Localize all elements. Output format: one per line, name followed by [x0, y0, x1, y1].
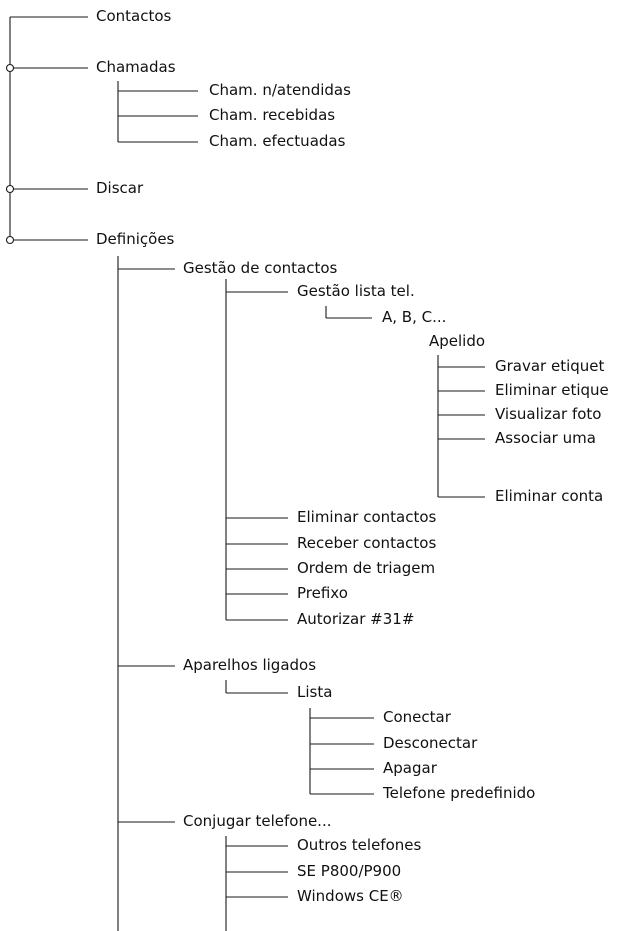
- menu-item-definicoes[interactable]: Definições: [96, 230, 175, 248]
- menu-item-prefixo[interactable]: Prefixo: [297, 584, 348, 602]
- menu-item-gestao-lista-tel[interactable]: Gestão lista tel.: [297, 282, 415, 300]
- menu-item-apagar[interactable]: Apagar: [383, 759, 437, 777]
- menu-item-associar-uma[interactable]: Associar uma: [495, 429, 596, 447]
- menu-item-windows-ce[interactable]: Windows CE®: [297, 887, 404, 905]
- menu-item-abc[interactable]: A, B, C...: [382, 308, 447, 326]
- menu-item-visualizar-foto[interactable]: Visualizar foto: [495, 405, 602, 423]
- menu-item-apelido[interactable]: Apelido: [429, 332, 486, 350]
- menu-item-gestao-contactos[interactable]: Gestão de contactos: [183, 259, 338, 277]
- menu-item-conectar[interactable]: Conectar: [383, 708, 451, 726]
- menu-item-eliminar-contactos[interactable]: Eliminar contactos: [297, 508, 437, 526]
- menu-item-cham-n-atendidas[interactable]: Cham. n/atendidas: [209, 81, 351, 99]
- menu-item-contactos[interactable]: Contactos: [96, 7, 172, 25]
- menu-item-ordem-triagem[interactable]: Ordem de triagem: [297, 559, 436, 577]
- menu-item-aparelhos-ligados[interactable]: Aparelhos ligados: [183, 656, 317, 674]
- menu-item-eliminar-etiqueta[interactable]: Eliminar etique: [495, 381, 609, 399]
- menu-item-discar[interactable]: Discar: [96, 179, 144, 197]
- menu-item-gravar-etiqueta[interactable]: Gravar etiquet: [495, 357, 605, 375]
- menu-item-receber-contactos[interactable]: Receber contactos: [297, 534, 437, 552]
- menu-item-se-p800-p900[interactable]: SE P800/P900: [297, 862, 402, 880]
- menu-item-desconectar[interactable]: Desconectar: [383, 734, 478, 752]
- menu-item-eliminar-contacto[interactable]: Eliminar conta: [495, 487, 604, 505]
- menu-item-outros-telefones[interactable]: Outros telefones: [297, 836, 422, 854]
- menu-item-telefone-predefinido[interactable]: Telefone predefinido: [383, 784, 536, 802]
- menu-item-lista[interactable]: Lista: [297, 683, 333, 701]
- menu-item-autorizar-31[interactable]: Autorizar #31#: [297, 610, 415, 628]
- menu-item-cham-efectuadas[interactable]: Cham. efectuadas: [209, 132, 346, 150]
- menu-item-cham-recebidas[interactable]: Cham. recebidas: [209, 106, 336, 124]
- menu-item-conjugar-telefone[interactable]: Conjugar telefone...: [183, 812, 332, 830]
- menu-item-chamadas[interactable]: Chamadas: [96, 58, 176, 76]
